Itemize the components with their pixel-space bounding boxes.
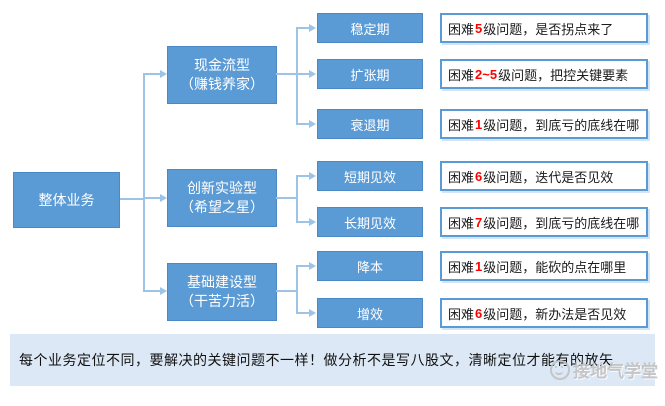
question-prefix: 困难 — [448, 21, 475, 37]
question-prefix: 困难 — [448, 169, 475, 185]
question-suffix: 级问题，到底亏的底线在哪 — [483, 117, 640, 133]
difficulty-level: 6 — [475, 168, 483, 184]
stage-box-decline-period: 衰退期 — [317, 109, 423, 139]
connector-line — [276, 73, 297, 75]
connector-line — [276, 290, 297, 292]
question-suffix: 级问题，能砍的点在哪里 — [483, 259, 627, 275]
difficulty-level: 1 — [475, 116, 483, 132]
summary-text: 每个业务定位不同，要解决的关键问题不一样！做分析不是写八股文，清晰定位才能有的放… — [19, 352, 614, 368]
category-box-infrastructure: 基础建设型 （干苦力活） — [167, 263, 277, 321]
stage-box-short-term-results: 短期见效 — [317, 161, 423, 191]
connector-line — [297, 27, 309, 29]
connector-line — [297, 123, 309, 125]
smiley-face-icon — [550, 359, 570, 380]
connector-line — [297, 221, 309, 223]
stage-box-long-term-results: 长期见效 — [317, 207, 423, 237]
connector-line — [296, 265, 298, 314]
arrowhead-icon — [309, 218, 316, 226]
connector-line — [143, 73, 145, 292]
stage-box-expansion-period: 扩张期 — [317, 59, 423, 89]
difficulty-level: 2~5 — [475, 66, 498, 82]
arrowhead-icon — [160, 287, 167, 295]
category-name: 基础建设型 — [187, 274, 257, 290]
arrowhead-icon — [309, 70, 316, 78]
watermark-label: 接地气学堂 — [573, 362, 658, 381]
connector-line — [296, 27, 298, 125]
watermark: 接地气学堂 — [550, 357, 658, 382]
stage-box-cost-reduction: 降本 — [317, 251, 423, 281]
connector-line — [120, 198, 145, 200]
connector-line — [276, 197, 297, 199]
connector-line — [144, 73, 160, 75]
category-name: 创新实验型 — [187, 180, 257, 196]
arrowhead-icon — [309, 120, 316, 128]
question-suffix: 级问题，新办法是否见效 — [483, 306, 627, 322]
category-box-cash-flow: 现金流型 （赚钱养家） — [167, 46, 277, 104]
question-suffix: 级问题，把控关键要素 — [498, 67, 629, 83]
connector-line — [144, 290, 160, 292]
question-suffix: 级问题，迭代是否见效 — [483, 169, 614, 185]
arrowhead-icon — [309, 24, 316, 32]
arrowhead-icon — [309, 262, 316, 270]
question-prefix: 困难 — [448, 306, 475, 322]
question-suffix: 级问题，到底亏的底线在哪 — [483, 215, 640, 231]
arrowhead-icon — [160, 70, 167, 78]
stage-box-efficiency-gain: 增效 — [317, 298, 423, 328]
connector-line — [297, 265, 309, 267]
connector-line — [297, 175, 309, 177]
category-nickname: （干苦力活） — [180, 293, 264, 309]
question-prefix: 困难 — [448, 259, 475, 275]
category-name: 现金流型 — [194, 57, 250, 73]
root-box-overall-business: 整体业务 — [13, 172, 120, 228]
summary-banner: 每个业务定位不同，要解决的关键问题不一样！做分析不是写八股文，清晰定位才能有的放… — [10, 334, 655, 386]
category-nickname: （希望之星） — [180, 199, 264, 215]
question-suffix: 级问题，是否拐点来了 — [483, 21, 614, 37]
connector-line — [144, 197, 160, 199]
arrowhead-icon — [309, 309, 316, 317]
stage-box-stable-period: 稳定期 — [317, 13, 423, 43]
connector-line — [297, 312, 309, 314]
difficulty-level: 5 — [475, 20, 483, 36]
difficulty-level: 1 — [475, 258, 483, 274]
difficulty-level: 7 — [475, 214, 483, 230]
connector-line — [297, 73, 309, 75]
category-nickname: （赚钱养家） — [180, 76, 264, 92]
question-prefix: 困难 — [448, 67, 475, 83]
category-box-innovation-experiment: 创新实验型 （希望之星） — [167, 169, 277, 227]
difficulty-level: 6 — [475, 305, 483, 321]
question-prefix: 困难 — [448, 117, 475, 133]
connector-line — [296, 175, 298, 223]
arrowhead-icon — [309, 172, 316, 180]
arrowhead-icon — [160, 194, 167, 202]
question-prefix: 困难 — [448, 215, 475, 231]
